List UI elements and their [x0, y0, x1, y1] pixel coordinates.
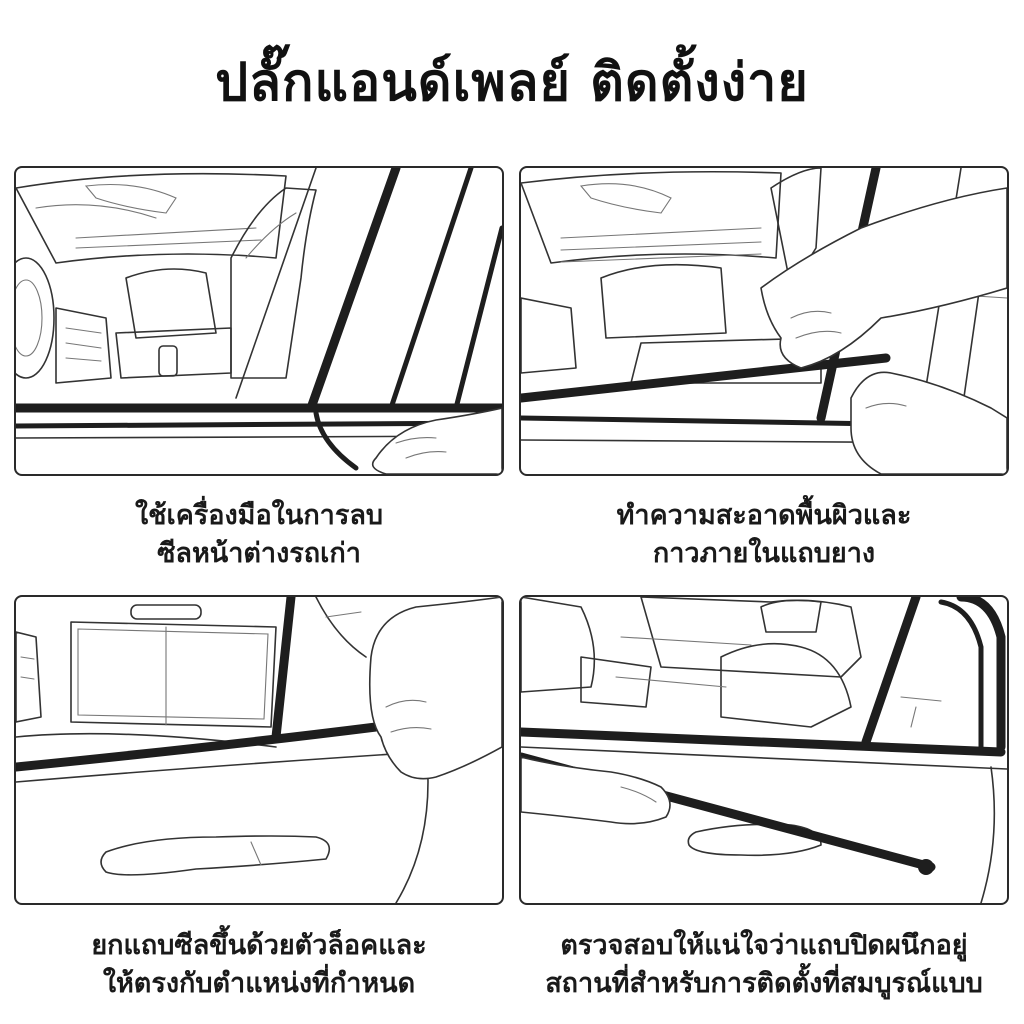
car-interior-seal-removal-illustration — [16, 168, 502, 474]
step-2-caption-line-2: กาวภายในแถบยาง — [652, 538, 876, 569]
step-4-caption: ตรวจสอบให้แน่ใจว่าแถบปิดผนึกอยู่ สถานที่… — [519, 927, 1009, 1003]
step-3-caption-line-1: ยกแถบซีลขึ้นด้วยตัวล็อคและ — [91, 930, 427, 961]
step-1-caption: ใช้เครื่องมือในการลบ ซีลหน้าต่างรถเก่า — [14, 497, 504, 573]
step-1-illustration — [14, 166, 504, 476]
step-2-caption-line-1: ทำความสะอาดพื้นผิวและ — [616, 500, 912, 531]
car-door-seal-alignment-illustration — [16, 597, 502, 903]
step-1-caption-line-2: ซีลหน้าต่างรถเก่า — [157, 538, 361, 569]
step-4-illustration — [519, 595, 1009, 905]
car-door-seal-cleaning-illustration — [521, 168, 1007, 474]
step-1-caption-line-1: ใช้เครื่องมือในการลบ — [134, 500, 384, 531]
step-3-caption: ยกแถบซีลขึ้นด้วยตัวล็อคและ ให้ตรงกับตำแห… — [14, 927, 504, 1003]
step-2-illustration — [519, 166, 1009, 476]
step-3-caption-line-2: ให้ตรงกับตำแหน่งที่กำหนด — [102, 968, 416, 999]
step-2-caption: ทำความสะอาดพื้นผิวและ กาวภายในแถบยาง — [519, 497, 1009, 573]
car-door-seal-finished-illustration — [521, 597, 1007, 903]
step-4-caption-line-2: สถานที่สำหรับการติดตั้งที่สมบูรณ์แบบ — [545, 968, 983, 999]
step-3-illustration — [14, 595, 504, 905]
page-title: ปลั๊กแอนด์เพลย์ ติดตั้งง่าย — [215, 53, 809, 113]
step-4-caption-line-1: ตรวจสอบให้แน่ใจว่าแถบปิดผนึกอยู่ — [560, 930, 968, 961]
